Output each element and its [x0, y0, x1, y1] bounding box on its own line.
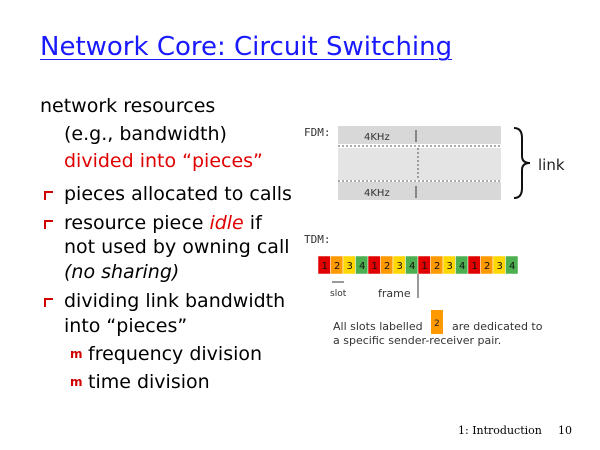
fdm-band-bottom [338, 182, 501, 200]
tdm-slot-number: 3 [347, 261, 353, 272]
bullet-2-emphasis: idle [209, 212, 244, 234]
legend-slot-swatch: 2 [431, 310, 443, 334]
slot-label: slot [330, 289, 347, 299]
sub-bullet-1: frequency division [88, 343, 263, 365]
fdm-band-top [338, 126, 501, 144]
bullet-3-line-1: dividing link bandwidth [64, 290, 286, 312]
bullet-2-line-1: resource piece idle if [64, 211, 262, 235]
tdm-label: TDM: [304, 233, 331, 246]
bullet-icon [44, 191, 53, 200]
intro-line-3: divided into “pieces” [64, 150, 263, 172]
tdm-slot-number: 2 [384, 261, 390, 272]
bullet-2-line-3: (no sharing) [64, 261, 180, 283]
bullet-icon [44, 220, 53, 229]
bullet-2-post: if [243, 212, 262, 234]
tdm-slot-number: 2 [484, 261, 490, 272]
tdm-slot-number: 3 [497, 261, 503, 272]
tdm-slot-number: 4 [359, 261, 365, 272]
fdm-band-label-bottom: 4KHz [364, 188, 390, 199]
fdm-diagram: 4KHz 4KHz [338, 126, 501, 200]
page-number: 10 [558, 424, 572, 437]
intro-line-1: network resources [40, 95, 216, 117]
svg-text:2: 2 [434, 319, 440, 329]
bullet-icon [44, 298, 53, 307]
bullet-1-text: pieces allocated to calls [64, 183, 292, 205]
sub-bullet-2: time division [88, 371, 210, 393]
intro-line-2: (e.g., bandwidth) [64, 123, 227, 145]
fdm-band-label-top: 4KHz [364, 132, 390, 143]
link-label: link [538, 156, 565, 174]
tdm-slot-number: 1 [472, 261, 478, 272]
tdm-slot-number: 3 [397, 261, 403, 272]
tdm-slot-number: 1 [422, 261, 428, 272]
bullet-2-pre: resource piece [64, 212, 210, 234]
fdm-label: FDM: [304, 126, 331, 139]
tdm-slot-number: 1 [322, 261, 328, 272]
tdm-slot-number: 2 [334, 261, 340, 272]
bullet-3-line-2: into “pieces” [64, 315, 188, 337]
bullet-2-line-2: not used by owning call [64, 236, 290, 258]
fdm-band-middle [338, 148, 501, 180]
tdm-slot-number: 4 [509, 261, 515, 272]
frame-label: frame [378, 287, 411, 300]
legend-text-pre: All slots labelled [333, 320, 423, 333]
link-brace [513, 127, 531, 199]
footer-section: 1: Introduction [458, 424, 542, 437]
legend-text-post: are dedicated to [452, 320, 543, 333]
tdm-slot-number: 1 [372, 261, 378, 272]
tdm-slot-number: 4 [409, 261, 415, 272]
page-title: Network Core: Circuit Switching [40, 32, 453, 62]
tdm-slot-number: 3 [447, 261, 453, 272]
sub-bullet-icon: m [70, 347, 83, 361]
legend-text-line-2: a specific sender-receiver pair. [333, 334, 502, 347]
sub-bullet-icon: m [70, 375, 83, 389]
tdm-slot-number: 2 [434, 261, 440, 272]
tdm-slot-number: 4 [459, 261, 465, 272]
tdm-slot [505, 256, 519, 275]
